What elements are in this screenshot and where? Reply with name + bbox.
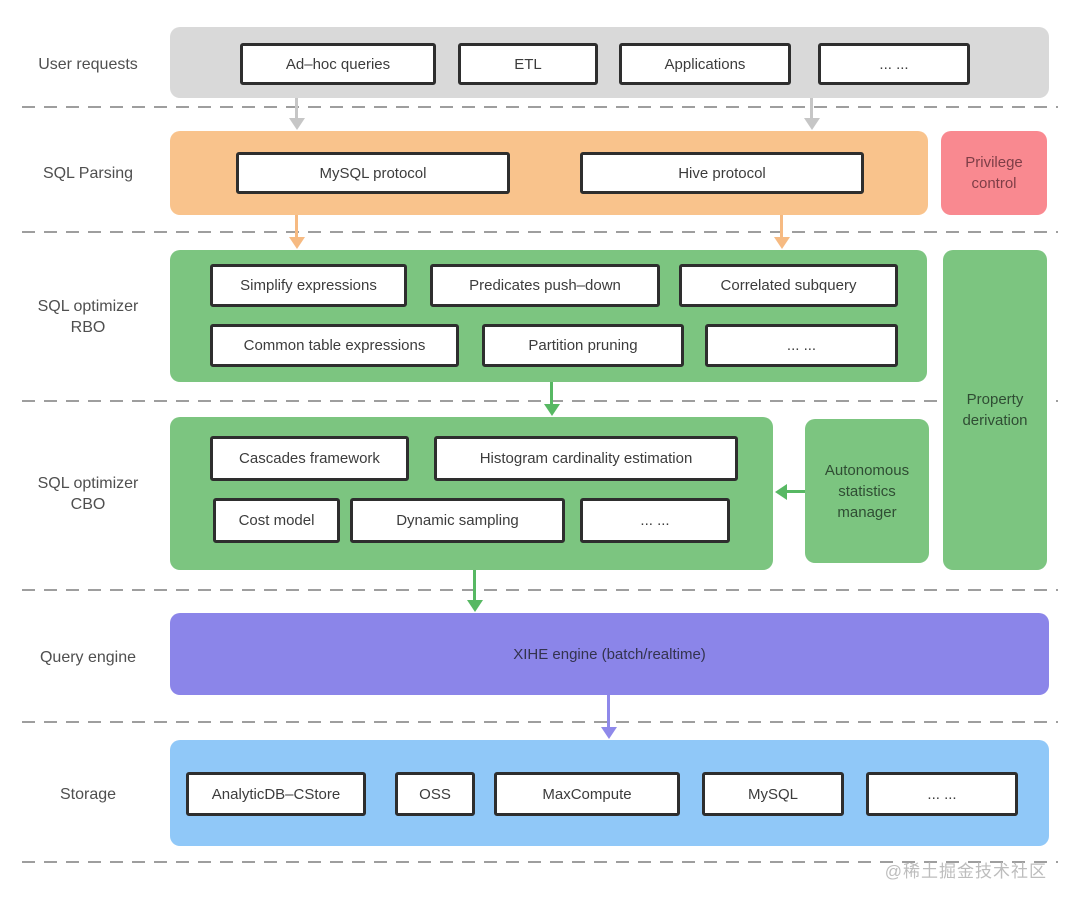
arrow-user-to-parsing-left (289, 98, 305, 130)
box-common-table-expressions: Common table expressions (210, 324, 459, 367)
row-label-user-requests: User requests (38, 56, 138, 73)
dashed-separator (22, 861, 1058, 863)
query-engine-band (170, 613, 1049, 695)
box-etl: ETL (458, 43, 598, 85)
row-label-storage: Storage (59, 786, 117, 803)
dashed-separator (22, 721, 1058, 723)
arrow-autonomous-to-cbo (775, 484, 805, 500)
dashed-separator (22, 589, 1058, 591)
box-simplify-expressions: Simplify expressions (210, 264, 407, 307)
arrow-rbo-to-cbo (544, 382, 560, 416)
row-label-sql-optimizer-cbo: SQL optimizer CBO (5, 473, 171, 515)
dashed-separator (22, 106, 1058, 108)
arrow-parsing-to-rbo-right (774, 215, 790, 249)
box-oss: OSS (395, 772, 475, 816)
dashed-separator (22, 400, 1058, 402)
arrow-query-engine-to-storage (601, 695, 617, 739)
arrow-cbo-to-query-engine (467, 570, 483, 612)
row-label-sql-parsing: SQL Parsing (42, 165, 134, 182)
box-correlated-subquery: Correlated subquery (679, 264, 898, 307)
box-mysql: MySQL (702, 772, 844, 816)
row-label-line: SQL optimizer (37, 298, 139, 315)
box-storage-ellipsis: ... ... (866, 772, 1018, 816)
box-predicates-push-down: Predicates push–down (430, 264, 660, 307)
box-dynamic-sampling: Dynamic sampling (350, 498, 565, 543)
box-user-ellipsis: ... ... (818, 43, 970, 85)
row-label-line: SQL optimizer (37, 475, 139, 492)
box-histogram-cardinality-estimation: Histogram cardinality estimation (434, 436, 738, 481)
box-adhoc-queries: Ad–hoc queries (240, 43, 436, 85)
watermark: @稀土掘金技术社区 (884, 862, 1047, 881)
autonomous-statistics-manager-box: Autonomous statistics manager (805, 419, 929, 563)
box-rbo-ellipsis: ... ... (705, 324, 898, 367)
row-label-line: CBO (70, 496, 106, 513)
dashed-separator (22, 231, 1058, 233)
box-analyticdb-cstore: AnalyticDB–CStore (186, 772, 366, 816)
box-mysql-protocol: MySQL protocol (236, 152, 510, 194)
row-label-sql-optimizer-rbo: SQL optimizer RBO (5, 296, 171, 338)
box-partition-pruning: Partition pruning (482, 324, 684, 367)
row-label-query-engine: Query engine (39, 649, 137, 666)
box-hive-protocol: Hive protocol (580, 152, 864, 194)
box-cost-model: Cost model (213, 498, 340, 543)
box-applications: Applications (619, 43, 791, 85)
privilege-control-box: Privilege control (941, 131, 1047, 215)
xihe-engine-label: XIHE engine (batch/realtime) (513, 645, 706, 663)
box-cbo-ellipsis: ... ... (580, 498, 730, 543)
box-maxcompute: MaxCompute (494, 772, 680, 816)
row-label-line: RBO (70, 319, 106, 336)
arrow-user-to-parsing-right (804, 98, 820, 130)
arrow-parsing-to-rbo-left (289, 215, 305, 249)
property-derivation-box: Property derivation (943, 250, 1047, 570)
box-cascades-framework: Cascades framework (210, 436, 409, 481)
